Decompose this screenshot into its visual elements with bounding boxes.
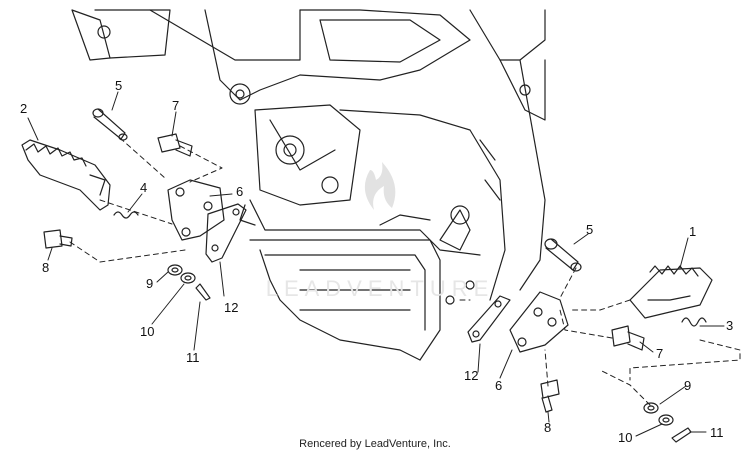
callout-1: 1 — [689, 224, 696, 239]
left-washer-10 — [180, 272, 196, 284]
left-bolt-7 — [157, 133, 193, 157]
left-bracket — [167, 179, 225, 241]
left-cotter-pin — [195, 283, 211, 301]
callout-7-right: 7 — [656, 346, 663, 361]
watermark: LEADVENTURE — [266, 162, 495, 301]
callout-5-left: 5 — [115, 78, 122, 93]
right-pin — [544, 238, 582, 272]
callout-12-right: 12 — [464, 368, 478, 383]
leader-lines — [27, 91, 725, 437]
right-spring — [681, 317, 707, 327]
callout-3: 3 — [726, 318, 733, 333]
callout-labels: 1 2 3 4 5 5 6 6 7 7 8 8 9 9 10 10 11 11 … — [20, 78, 733, 445]
callout-6-left: 6 — [236, 184, 243, 199]
right-washer-10 — [658, 414, 674, 426]
right-bolt-7 — [611, 325, 645, 351]
left-plate — [205, 203, 247, 263]
callout-9-left: 9 — [146, 276, 153, 291]
callout-12-left: 12 — [224, 300, 238, 315]
left-spring — [113, 211, 139, 219]
callout-11-right: 11 — [710, 425, 724, 440]
callout-11-left: 11 — [186, 350, 200, 365]
callout-10-right: 10 — [618, 430, 632, 445]
right-bolt-8 — [540, 379, 560, 413]
callout-7-left: 7 — [172, 98, 179, 113]
footer-credit: Rencered by LeadVenture, Inc. — [299, 438, 451, 450]
watermark-text: LEADVENTURE — [266, 276, 495, 301]
callout-2: 2 — [20, 101, 27, 116]
callout-8-left: 8 — [42, 260, 49, 275]
left-footpeg — [21, 139, 111, 211]
callout-9-right: 9 — [684, 378, 691, 393]
callout-5-right: 5 — [586, 222, 593, 237]
assembly-lines — [69, 137, 741, 406]
callout-6-right: 6 — [495, 378, 502, 393]
left-pin — [92, 108, 128, 141]
engine-case — [239, 59, 546, 361]
right-washer-9 — [643, 402, 659, 414]
right-footrest-assembly — [445, 238, 713, 443]
callout-4: 4 — [140, 180, 147, 195]
callout-8-right: 8 — [544, 420, 551, 435]
right-plate — [467, 295, 511, 343]
right-footpeg — [629, 267, 713, 319]
left-bolt-8 — [43, 229, 73, 249]
left-footrest-assembly — [21, 108, 247, 301]
right-bracket — [509, 291, 569, 353]
left-washer-9 — [167, 264, 183, 276]
frame-top — [71, 9, 546, 121]
callout-10-left: 10 — [140, 324, 154, 339]
